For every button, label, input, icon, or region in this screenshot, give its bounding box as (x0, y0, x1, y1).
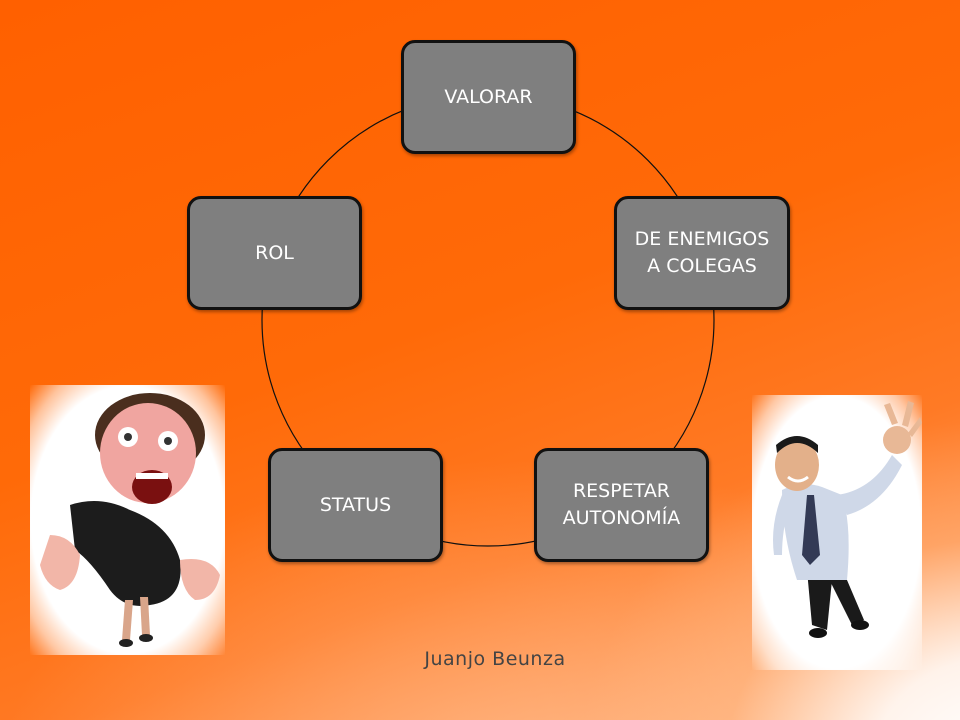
angry-woman-photo (30, 385, 225, 655)
node-de-enemigos-a-colegas: DE ENEMIGOS A COLEGAS (614, 196, 790, 310)
author-credit: Juanjo Beunza (424, 648, 566, 670)
node-status: STATUS (268, 448, 443, 562)
node-label: VALORAR (444, 85, 533, 108)
node-rol: ROL (187, 196, 362, 310)
node-label: ROL (255, 241, 294, 264)
angry-screaming-woman-photo (40, 393, 220, 647)
node-label: DE ENEMIGOS A COLEGAS (634, 228, 770, 277)
node-label: RESPETAR AUTONOMÍA (562, 480, 681, 529)
node-label: STATUS (319, 493, 392, 516)
smiling-man-ok-gesture-photo (773, 401, 922, 638)
ok-man-photo (752, 395, 922, 670)
node-valorar: VALORAR (401, 40, 576, 154)
node-respetar-autonomia: RESPETAR AUTONOMÍA (534, 448, 709, 562)
